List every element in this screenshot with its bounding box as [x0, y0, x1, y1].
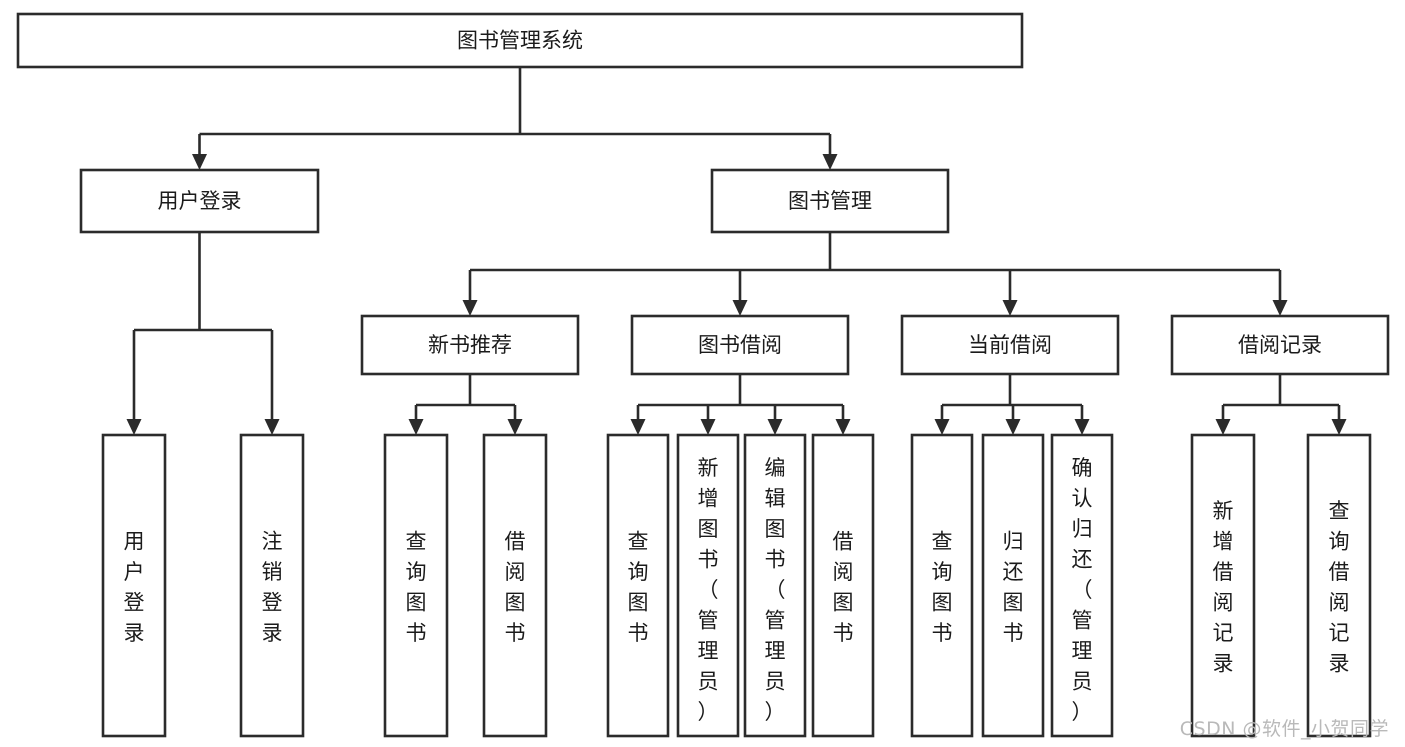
borrow-record-leaves-arrow-1-head — [1331, 419, 1347, 435]
node-leaf-1[interactable] — [239, 433, 305, 738]
node-level3-0-label: 新书推荐 — [428, 333, 512, 357]
new-book-leaves-arrow-0-head — [408, 419, 424, 435]
borrow-book-leaves-arrow-2-head — [767, 419, 783, 435]
node-leaf-12-label: 查询借阅记录 — [1329, 499, 1350, 676]
node-leaf-8[interactable] — [910, 433, 974, 738]
node-level3-1-label: 图书借阅 — [698, 333, 782, 357]
current-borrow-leaves-arrow-0-head — [934, 419, 950, 435]
book-mgmt-to-level3-arrow-0-head — [462, 300, 478, 316]
node-leaf-5-label: 新增图书（管理员） — [698, 456, 719, 724]
book-mgmt-to-level3-arrow-2-head — [1002, 300, 1018, 316]
new-book-leaves-arrow-1-head — [507, 419, 523, 435]
node-leaf-10[interactable] — [1050, 433, 1114, 738]
node-leaf-4-label: 查询图书 — [628, 529, 649, 645]
node-level2-0-label: 用户登录 — [158, 189, 242, 213]
node-leaf-9[interactable] — [981, 433, 1045, 738]
root-to-level2-arrow-0-head — [192, 154, 207, 170]
node-level3-3[interactable] — [1170, 314, 1390, 376]
node-level3-1[interactable] — [630, 314, 850, 376]
connectors-layer — [126, 67, 1347, 435]
node-leaf-6-label: 编辑图书（管理员） — [765, 456, 786, 724]
node-level3-3-label: 借阅记录 — [1238, 333, 1322, 357]
node-boxes-layer: 图书管理系统用户登录图书管理新书推荐图书借阅当前借阅借阅记录用户登录注销登录查询… — [16, 12, 1390, 738]
node-level3-2[interactable] — [900, 314, 1120, 376]
root-to-level2-arrow-1-head — [822, 154, 838, 170]
node-level3-0[interactable] — [360, 314, 580, 376]
current-borrow-leaves-arrow-1-head — [1005, 419, 1021, 435]
borrow-record-leaves-arrow-0-head — [1215, 419, 1231, 435]
node-leaf-2-label: 查询图书 — [406, 529, 427, 645]
borrow-book-leaves-arrow-0-head — [630, 419, 646, 435]
node-root-label: 图书管理系统 — [457, 29, 583, 53]
borrow-book-leaves-arrow-3-head — [835, 419, 851, 435]
node-level2-1[interactable] — [710, 168, 950, 234]
user-login-leaves-arrow-0-head — [126, 419, 142, 435]
current-borrow-leaves-arrow-2-head — [1074, 419, 1090, 435]
node-leaf-7-label: 借阅图书 — [833, 529, 854, 645]
node-level2-1-label: 图书管理 — [788, 189, 872, 213]
csdn-watermark: CSDN @软件_小贺同学 — [1179, 718, 1389, 740]
node-leaf-6[interactable] — [743, 433, 807, 738]
node-leaf-4[interactable] — [606, 433, 670, 738]
user-login-leaves-arrow-1-head — [264, 419, 280, 435]
book-mgmt-to-level3-arrow-3-head — [1272, 300, 1288, 316]
node-leaf-0[interactable] — [101, 433, 167, 738]
node-leaf-10-label: 确认归还（管理员） — [1072, 456, 1093, 724]
node-leaf-3-label: 借阅图书 — [505, 529, 526, 645]
node-leaf-5[interactable] — [676, 433, 740, 738]
node-root[interactable] — [16, 12, 1024, 69]
node-leaf-7[interactable] — [811, 433, 875, 738]
node-leaf-0-label: 用户登录 — [124, 529, 145, 645]
node-leaf-1-label: 注销登录 — [262, 529, 283, 645]
node-leaf-12[interactable] — [1306, 433, 1372, 738]
node-leaf-8-label: 查询图书 — [932, 529, 953, 645]
node-leaf-11[interactable] — [1190, 433, 1256, 738]
book-mgmt-to-level3-arrow-1-head — [732, 300, 748, 316]
node-leaf-3[interactable] — [482, 433, 548, 738]
node-level2-0[interactable] — [79, 168, 320, 234]
node-level3-2-label: 当前借阅 — [968, 333, 1052, 357]
node-leaf-11-label: 新增借阅记录 — [1213, 499, 1234, 676]
node-leaf-2[interactable] — [383, 433, 449, 738]
node-leaf-9-label: 归还图书 — [1003, 529, 1024, 645]
borrow-book-leaves-arrow-1-head — [700, 419, 716, 435]
